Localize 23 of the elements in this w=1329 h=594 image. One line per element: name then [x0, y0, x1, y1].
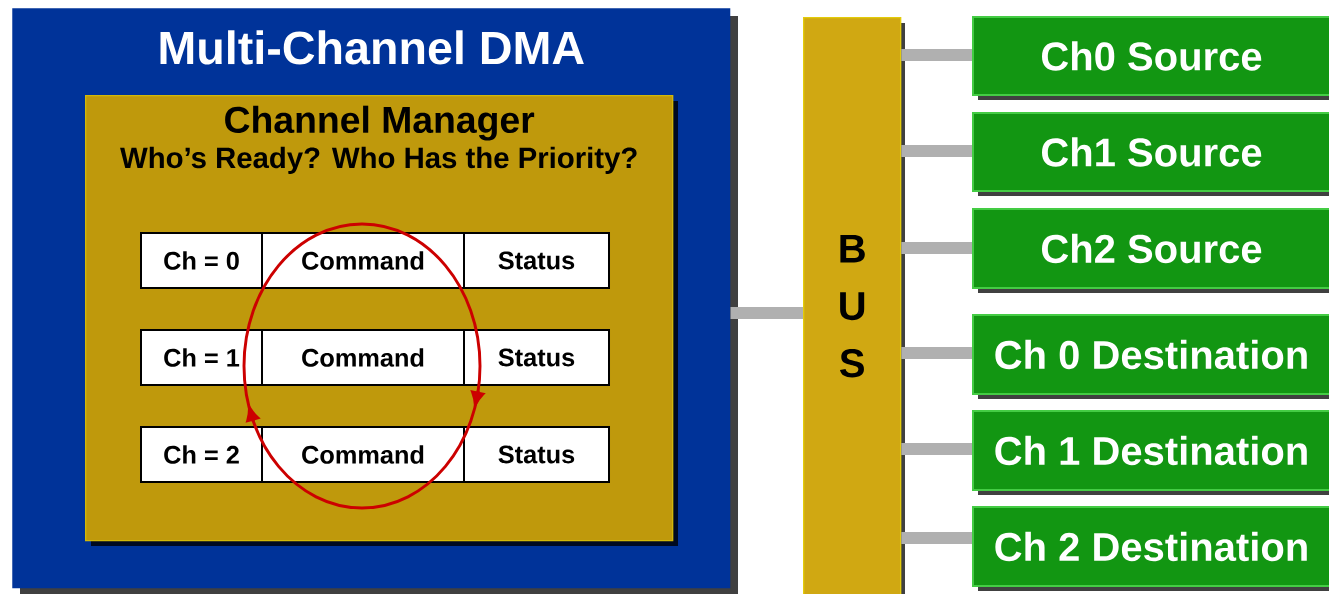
bus-bar: B U S: [803, 17, 905, 594]
channel-box: Ch0 Source: [972, 16, 1329, 100]
table-cell: Status: [463, 232, 610, 289]
table-cell: Command: [261, 329, 465, 386]
connector-line: [901, 347, 972, 359]
table-cell: Command: [261, 426, 465, 483]
connector-line: [901, 242, 972, 254]
connector-line: [901, 443, 972, 455]
channel-box: Ch1 Source: [972, 112, 1329, 196]
connector-line: [901, 532, 972, 544]
table-cell: Status: [463, 426, 610, 483]
table-cell: Ch = 0: [140, 232, 263, 289]
table-cell: Ch = 2: [140, 426, 263, 483]
channel-box: Ch2 Source: [972, 208, 1329, 293]
connector-line: [901, 49, 972, 61]
channel-box: Ch 2 Destination: [972, 506, 1329, 591]
table-cell: Status: [463, 329, 610, 386]
connector-line: [901, 145, 972, 157]
connector-line: [730, 307, 803, 319]
table-cell: Ch = 1: [140, 329, 263, 386]
table-cell: Command: [261, 232, 465, 289]
channel-box: Ch 1 Destination: [972, 410, 1329, 495]
channel-box: Ch 0 Destination: [972, 314, 1329, 399]
